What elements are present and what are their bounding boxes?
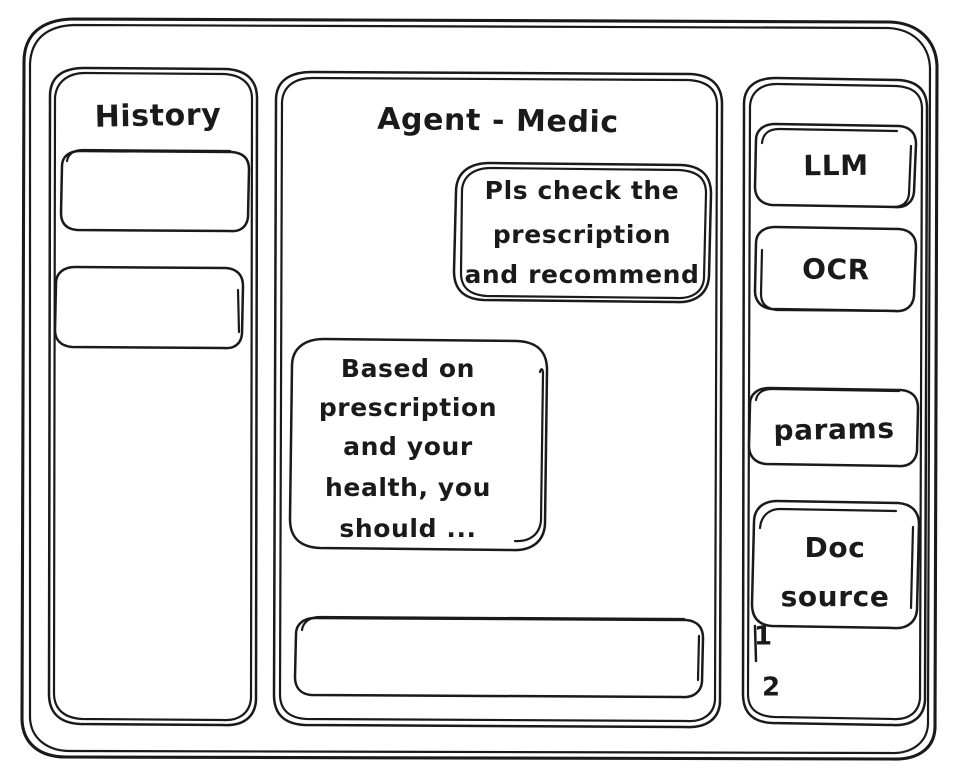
tool-ocr-frame[interactable]: [753, 225, 918, 313]
assistant-message-line-3: and your: [343, 432, 473, 461]
composer-input[interactable]: [295, 617, 704, 698]
agent-panel-frame: [272, 70, 724, 729]
history-item-2[interactable]: [55, 267, 244, 349]
tool-llm-button[interactable]: [755, 124, 917, 208]
doc-source-item-2[interactable]: 2: [762, 673, 781, 703]
history-item-2-frame[interactable]: [53, 265, 245, 350]
params-button[interactable]: [749, 388, 919, 467]
history-panel-frame: [47, 66, 259, 727]
history-panel-title: History: [94, 97, 221, 134]
user-message-line-3: and recommend: [464, 260, 699, 289]
user-message-bubble: [454, 163, 712, 303]
app-window-frame: [20, 17, 939, 761]
assistant-message-line-2: prescription: [319, 393, 497, 422]
tools-panel-frame: [741, 76, 929, 727]
composer-input-frame[interactable]: [293, 615, 705, 699]
user-message-line-1: Pls check the: [485, 176, 680, 205]
doc-source-item-1[interactable]: 1: [754, 622, 773, 652]
assistant-message-line-1: Based on: [341, 354, 475, 383]
tool-ocr-button[interactable]: [755, 227, 917, 312]
tool-ocr-label: OCR: [802, 253, 870, 287]
doc-source-item-1-marker: [753, 624, 758, 663]
assistant-message-line-5: should ...: [339, 514, 476, 543]
doc-source-line-1: Doc: [805, 531, 866, 564]
doc-source-line-2: source: [781, 580, 890, 613]
tool-llm-frame[interactable]: [753, 122, 918, 209]
agent-panel-title: Agent - Medic: [377, 102, 619, 140]
user-message-bubble-frame: [452, 161, 713, 304]
assistant-message-line-4: health, you: [325, 473, 491, 502]
params-chip-label: params: [773, 412, 895, 447]
assistant-message-bubble-frame: [288, 337, 549, 552]
doc-source-frame[interactable]: [750, 499, 921, 630]
doc-source-button[interactable]: [752, 501, 920, 629]
user-message-line-2: prescription: [493, 220, 671, 249]
history-item-1-frame[interactable]: [59, 148, 251, 233]
history-item-1[interactable]: [61, 150, 250, 232]
tool-llm-label: LLM: [803, 149, 869, 183]
params-chip-frame[interactable]: [747, 386, 920, 468]
assistant-message-bubble: [290, 339, 548, 551]
